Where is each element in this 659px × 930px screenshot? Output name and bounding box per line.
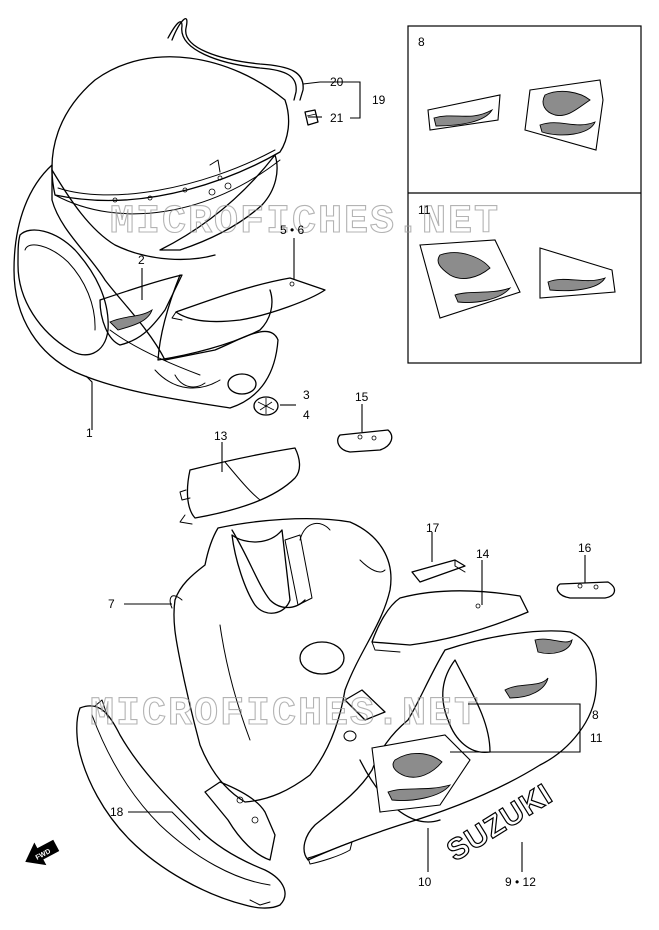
decal-inset-box	[407, 25, 642, 364]
callout-labels: 20 19 21 8 11 5 • 6 2 3 4 1 15 13 17 16 …	[86, 35, 603, 889]
windscreen-trim-strip	[167, 17, 304, 101]
callout-3: 3	[303, 388, 310, 402]
windscreen	[51, 56, 290, 215]
watermark-upper: MICROFICHES.NET	[110, 200, 500, 245]
grommet	[304, 109, 319, 126]
lower-cowling: SUZUKI	[303, 630, 597, 869]
callout-15: 15	[355, 390, 369, 404]
callout-11: 11	[418, 203, 431, 217]
leader-lines	[85, 81, 586, 872]
callout-21: 21	[330, 111, 344, 125]
callout-16: 16	[578, 541, 592, 555]
callout-18: 18	[110, 805, 124, 819]
mounting-plate-right	[556, 581, 616, 599]
callout-1: 1	[86, 426, 93, 440]
callout-13: 13	[214, 429, 228, 443]
callout-14: 14	[476, 547, 490, 561]
callout-8-group: 8	[592, 708, 599, 722]
callout-7: 7	[108, 597, 115, 611]
callout-9-12: 9 • 12	[505, 875, 536, 889]
fastener-clip	[253, 396, 279, 416]
fwd-arrow-icon: FWD	[25, 839, 60, 866]
callout-4: 4	[303, 408, 310, 422]
callout-5-6: 5 • 6	[280, 223, 305, 237]
foam-pad	[411, 559, 466, 583]
inner-side-panel	[371, 590, 529, 653]
middle-cowling	[169, 518, 392, 803]
upper-cowling	[13, 154, 279, 409]
callout-19: 19	[372, 93, 386, 107]
callout-17: 17	[426, 521, 440, 535]
watermark-lower: MICROFICHES.NET	[90, 692, 480, 737]
callout-10: 10	[418, 875, 432, 889]
under-cowling	[76, 699, 286, 909]
side-cover-bracket	[179, 447, 301, 525]
callout-20: 20	[330, 75, 344, 89]
suzuki-logo: SUZUKI	[441, 778, 558, 868]
callout-8: 8	[418, 35, 425, 49]
inner-fairing-panel	[171, 277, 326, 323]
callout-2: 2	[138, 253, 145, 267]
callout-11-group: 11	[590, 731, 603, 745]
mounting-plate-left	[337, 429, 393, 453]
